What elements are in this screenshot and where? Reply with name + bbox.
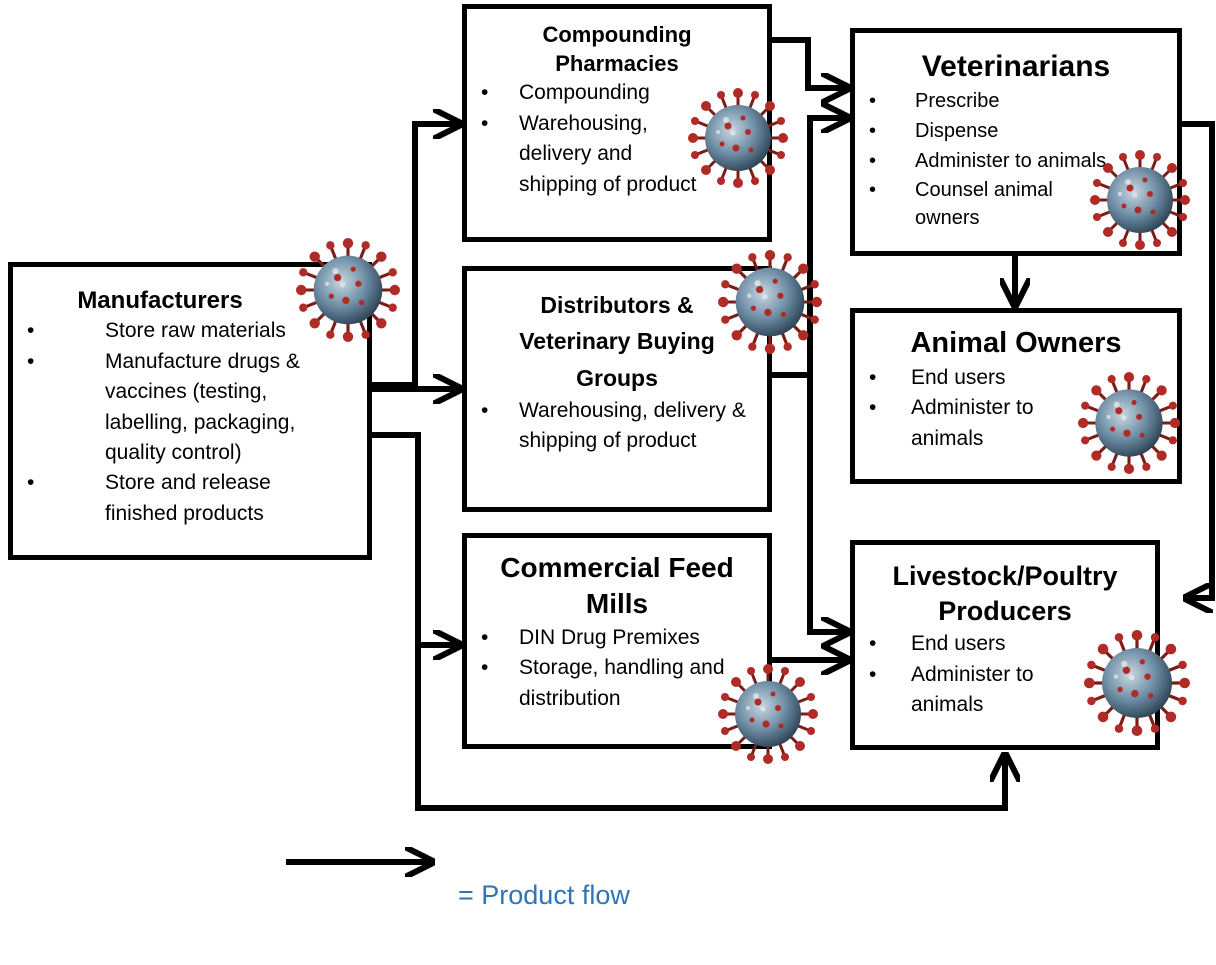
arrow-mfr-to-compounding xyxy=(370,124,460,388)
coronavirus-icon xyxy=(718,250,822,354)
legend-label: = Product flow xyxy=(458,880,630,910)
arrow-vets-to-producers xyxy=(1180,121,1215,598)
coronavirus-icon xyxy=(688,88,788,188)
list-item: Compounding xyxy=(467,78,707,109)
coronavirus-icon xyxy=(1078,372,1180,474)
animal-owners-list: End users Administer to animals xyxy=(855,363,1177,454)
arrow-distributors-to-producers xyxy=(807,375,848,632)
livestock-poultry-producers-node: Livestock/Poultry Producers End users Ad… xyxy=(850,540,1160,750)
list-item: Counsel animal owners xyxy=(855,176,1097,232)
list-item: End users xyxy=(855,629,1055,660)
producers-list: End users Administer to animals xyxy=(855,629,1155,720)
list-item: Dispense xyxy=(855,116,1097,146)
list-item: Prescribe xyxy=(855,86,1097,116)
veterinarians-node: Veterinarians Prescribe Dispense Adminis… xyxy=(850,28,1182,256)
distributors-title: Distributors & Veterinary Buying Groups xyxy=(519,292,715,391)
manufacturers-list: Store raw materials Manufacture drugs & … xyxy=(13,316,367,529)
animal-owners-title: Animal Owners xyxy=(910,327,1122,359)
producers-title: Livestock/Poultry Producers xyxy=(892,561,1118,627)
list-item: Store raw materials xyxy=(13,316,347,347)
list-item: End users xyxy=(855,363,1057,394)
veterinarians-title: Veterinarians xyxy=(921,50,1111,83)
list-item: Administer to animals xyxy=(855,146,1106,176)
arrow-distributors-to-vets xyxy=(770,118,848,378)
list-item: Storage, handling and distribution xyxy=(467,653,757,714)
feedmills-list: DIN Drug Premixes Storage, handling and … xyxy=(467,623,767,714)
coronavirus-icon xyxy=(1090,150,1190,250)
list-item: Administer to animals xyxy=(855,393,1057,454)
arrow-mfr-to-feedmills xyxy=(372,432,460,645)
manufacturers-title: Manufacturers xyxy=(77,287,243,314)
coronavirus-icon xyxy=(296,238,400,342)
distributors-node: Distributors & Veterinary Buying Groups … xyxy=(462,266,772,512)
list-item: Manufacture drugs & vaccines (testing, l… xyxy=(13,347,347,469)
list-item: Store and release finished products xyxy=(13,468,347,529)
distributors-list: Warehousing, delivery & shipping of prod… xyxy=(467,396,767,457)
list-item: DIN Drug Premixes xyxy=(467,623,757,654)
compounding-list: Compounding Warehousing, delivery and sh… xyxy=(467,78,767,200)
arrow-compounding-to-vets xyxy=(770,37,848,88)
manufacturers-node: Manufacturers Store raw materials Manufa… xyxy=(8,262,372,560)
list-item: Warehousing, delivery & shipping of prod… xyxy=(467,396,753,457)
coronavirus-icon xyxy=(1084,630,1190,736)
list-item: Warehousing, delivery and shipping of pr… xyxy=(467,109,707,200)
arrow-mfr-to-producers xyxy=(415,640,1005,811)
coronavirus-icon xyxy=(718,664,818,764)
compounding-title: Compounding Pharmacies xyxy=(542,22,692,76)
feedmills-title: Commercial Feed Mills xyxy=(500,552,734,620)
veterinarians-list: Prescribe Dispense Administer to animals… xyxy=(855,86,1177,232)
list-item: Administer to animals xyxy=(855,660,1055,721)
